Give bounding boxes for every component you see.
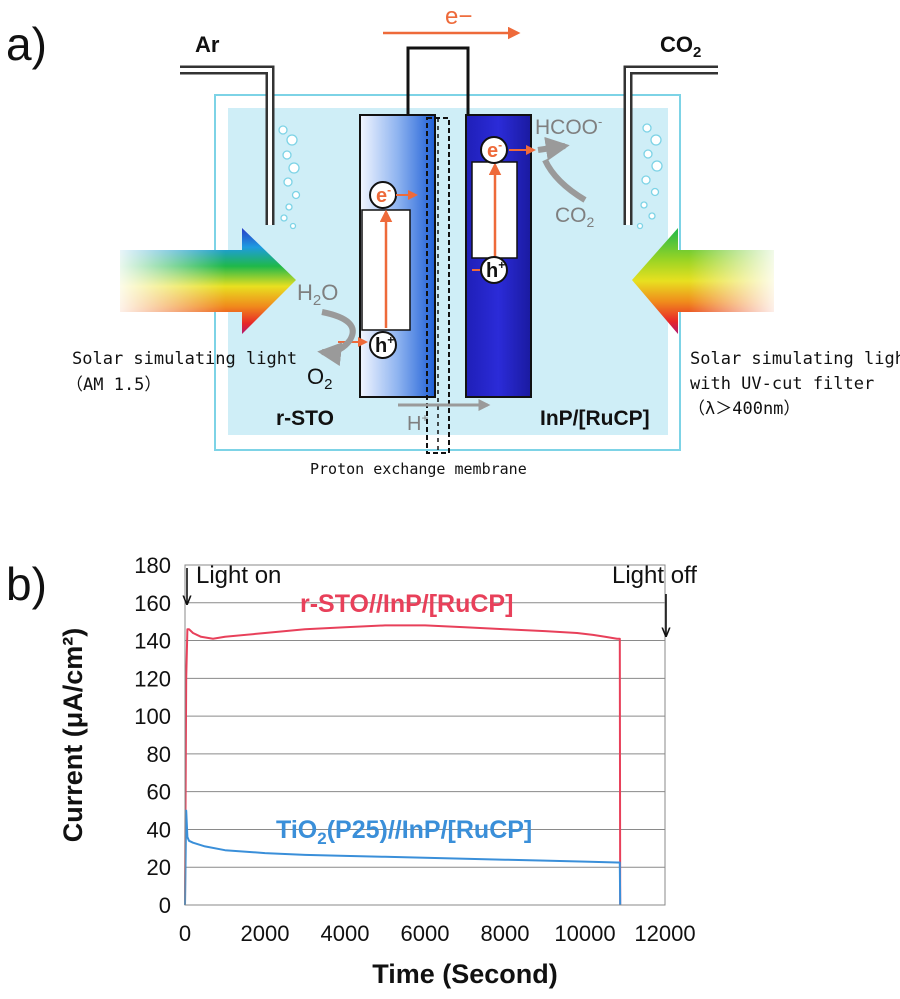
annotation-light-on: Light on (196, 562, 281, 589)
cathode-electron: e- (480, 136, 508, 164)
electron-flow-label: e− (445, 3, 472, 30)
right-light-caption-2: with UV-cut filter (690, 374, 874, 394)
formate-arrow (537, 136, 570, 161)
x-axis-title: Time (Second) (372, 959, 558, 989)
right-light-caption-1: Solar simulating light (690, 349, 900, 369)
svg-text:h+: h+ (375, 333, 394, 357)
o2-label: O2 (307, 364, 332, 393)
panel-b: b) 0 20 40 60 80 100 120 140 160 180 0 2000 4000 600… (6, 553, 697, 989)
x-tick-labels: 0 2000 4000 6000 8000 10000 12000 (179, 921, 696, 946)
hcoo-label: HCOO- (535, 114, 602, 139)
gas-label-ar: Ar (195, 32, 220, 57)
external-wire (406, 46, 470, 118)
right-light-caption-3: （λ＞400nm） (688, 399, 800, 419)
series-label-rsto: r-STO//InP/[RuCP] (300, 590, 513, 618)
y-tick-label: 160 (134, 591, 171, 616)
cathode-hole: h+ (480, 256, 508, 284)
anode-name: r-STO (276, 407, 334, 430)
y-tick-labels: 0 20 40 60 80 100 120 140 160 180 (134, 553, 171, 918)
y-axis-title: Current (μA/cm²) (58, 628, 88, 843)
plot-frame (184, 564, 666, 906)
water-oxidation-arrow (317, 309, 356, 367)
x-tick-label: 6000 (401, 921, 450, 946)
gas-label-co2: CO2 (660, 32, 701, 61)
x-tick-label: 10000 (554, 921, 615, 946)
x-tick-label: 8000 (481, 921, 530, 946)
y-tick-label: 120 (134, 666, 171, 691)
y-tick-label: 180 (134, 553, 171, 578)
co2-bubbles (636, 123, 663, 230)
svg-text:e-: e- (487, 138, 502, 162)
series-line-0 (184, 624, 622, 906)
svg-text:h+: h+ (486, 258, 505, 282)
y-tick-label: 0 (159, 893, 171, 918)
anode-electron: e- (369, 181, 397, 209)
x-tick-label: 2000 (241, 921, 290, 946)
y-tick-label: 60 (147, 780, 171, 805)
y-tick-label: 100 (134, 704, 171, 729)
chart-series (184, 624, 622, 906)
y-tick-label: 40 (147, 817, 171, 842)
panel-b-label: b) (6, 558, 47, 610)
h2o-label: H2O (297, 280, 338, 309)
x-tick-label: 0 (179, 921, 191, 946)
anode-hole: h+ (369, 331, 397, 359)
proton-label: H+ (407, 411, 428, 435)
left-light-arrow (120, 228, 296, 334)
y-tick-label: 20 (147, 855, 171, 880)
series-line-1 (184, 809, 622, 906)
series-label-tio2: TiO2(P25)//InP/[RuCP] (276, 816, 532, 848)
co2-reduction-arrow (542, 158, 587, 203)
cathode-name: InP/[RuCP] (540, 407, 650, 430)
left-light-caption-2: （AM 1.5） (66, 375, 161, 395)
left-light-caption-1: Solar simulating light (72, 349, 297, 369)
y-tick-label: 140 (134, 629, 171, 654)
panel-a-label: a) (6, 18, 47, 70)
y-tick-label: 80 (147, 742, 171, 767)
right-light-arrow (632, 228, 774, 334)
annotation-light-off: Light off (612, 562, 697, 589)
co2-reactant-label: CO2 (555, 204, 595, 230)
panel-a: a) e− Ar CO2 (6, 3, 900, 478)
membrane-label: Proton exchange membrane (310, 460, 527, 478)
ar-bubbles (278, 125, 301, 230)
current-time-chart: 0 20 40 60 80 100 120 140 160 180 0 2000 4000 6000 80… (58, 553, 697, 989)
svg-text:e-: e- (376, 183, 391, 207)
x-tick-label: 12000 (634, 921, 695, 946)
x-tick-label: 4000 (321, 921, 370, 946)
